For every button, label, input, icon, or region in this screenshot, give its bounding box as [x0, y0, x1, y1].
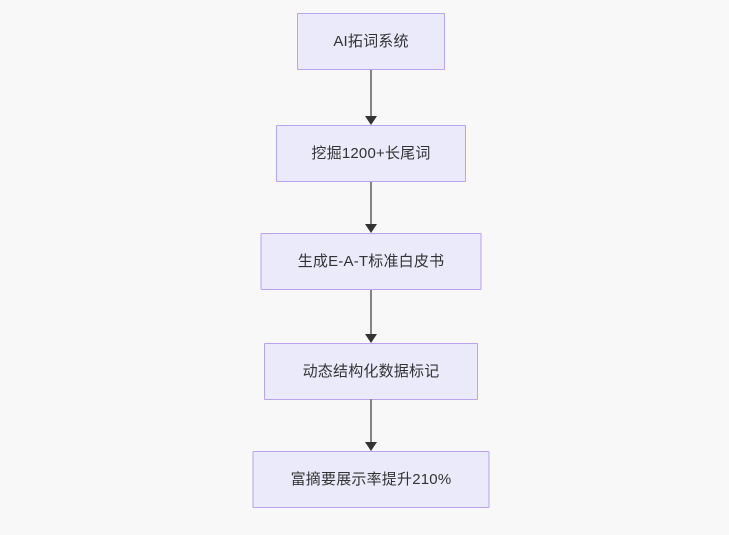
down-arrow-icon — [365, 224, 377, 233]
flow-node-label: 生成E-A-T标准白皮书 — [297, 252, 445, 270]
edge-line — [370, 70, 372, 116]
flow-node-label: 挖掘1200+长尾词 — [311, 144, 431, 162]
flow-edge-n4-to-n5 — [364, 399, 378, 451]
flow-node-mine-longtail-keywords[interactable]: 挖掘1200+长尾词 — [276, 125, 466, 182]
edge-line — [370, 399, 372, 442]
flow-node-label: 富摘要展示率提升210% — [290, 470, 452, 488]
flow-node-rich-snippet-impression-lift[interactable]: 富摘要展示率提升210% — [252, 451, 490, 508]
down-arrow-icon — [365, 334, 377, 343]
flow-node-ai-keyword-system[interactable]: AI拓词系统 — [297, 13, 445, 70]
edge-line — [370, 290, 372, 334]
down-arrow-icon — [365, 442, 377, 451]
edge-line — [370, 182, 372, 224]
flow-node-generate-eat-whitepaper[interactable]: 生成E-A-T标准白皮书 — [260, 233, 482, 290]
flow-edge-n2-to-n3 — [364, 182, 378, 233]
flow-edge-n3-to-n4 — [364, 290, 378, 343]
down-arrow-icon — [365, 116, 377, 125]
flow-node-dynamic-structured-data-markup[interactable]: 动态结构化数据标记 — [264, 343, 478, 400]
flow-edge-n1-to-n2 — [364, 70, 378, 125]
flow-node-label: AI拓词系统 — [333, 32, 409, 50]
flow-node-label: 动态结构化数据标记 — [302, 362, 440, 380]
